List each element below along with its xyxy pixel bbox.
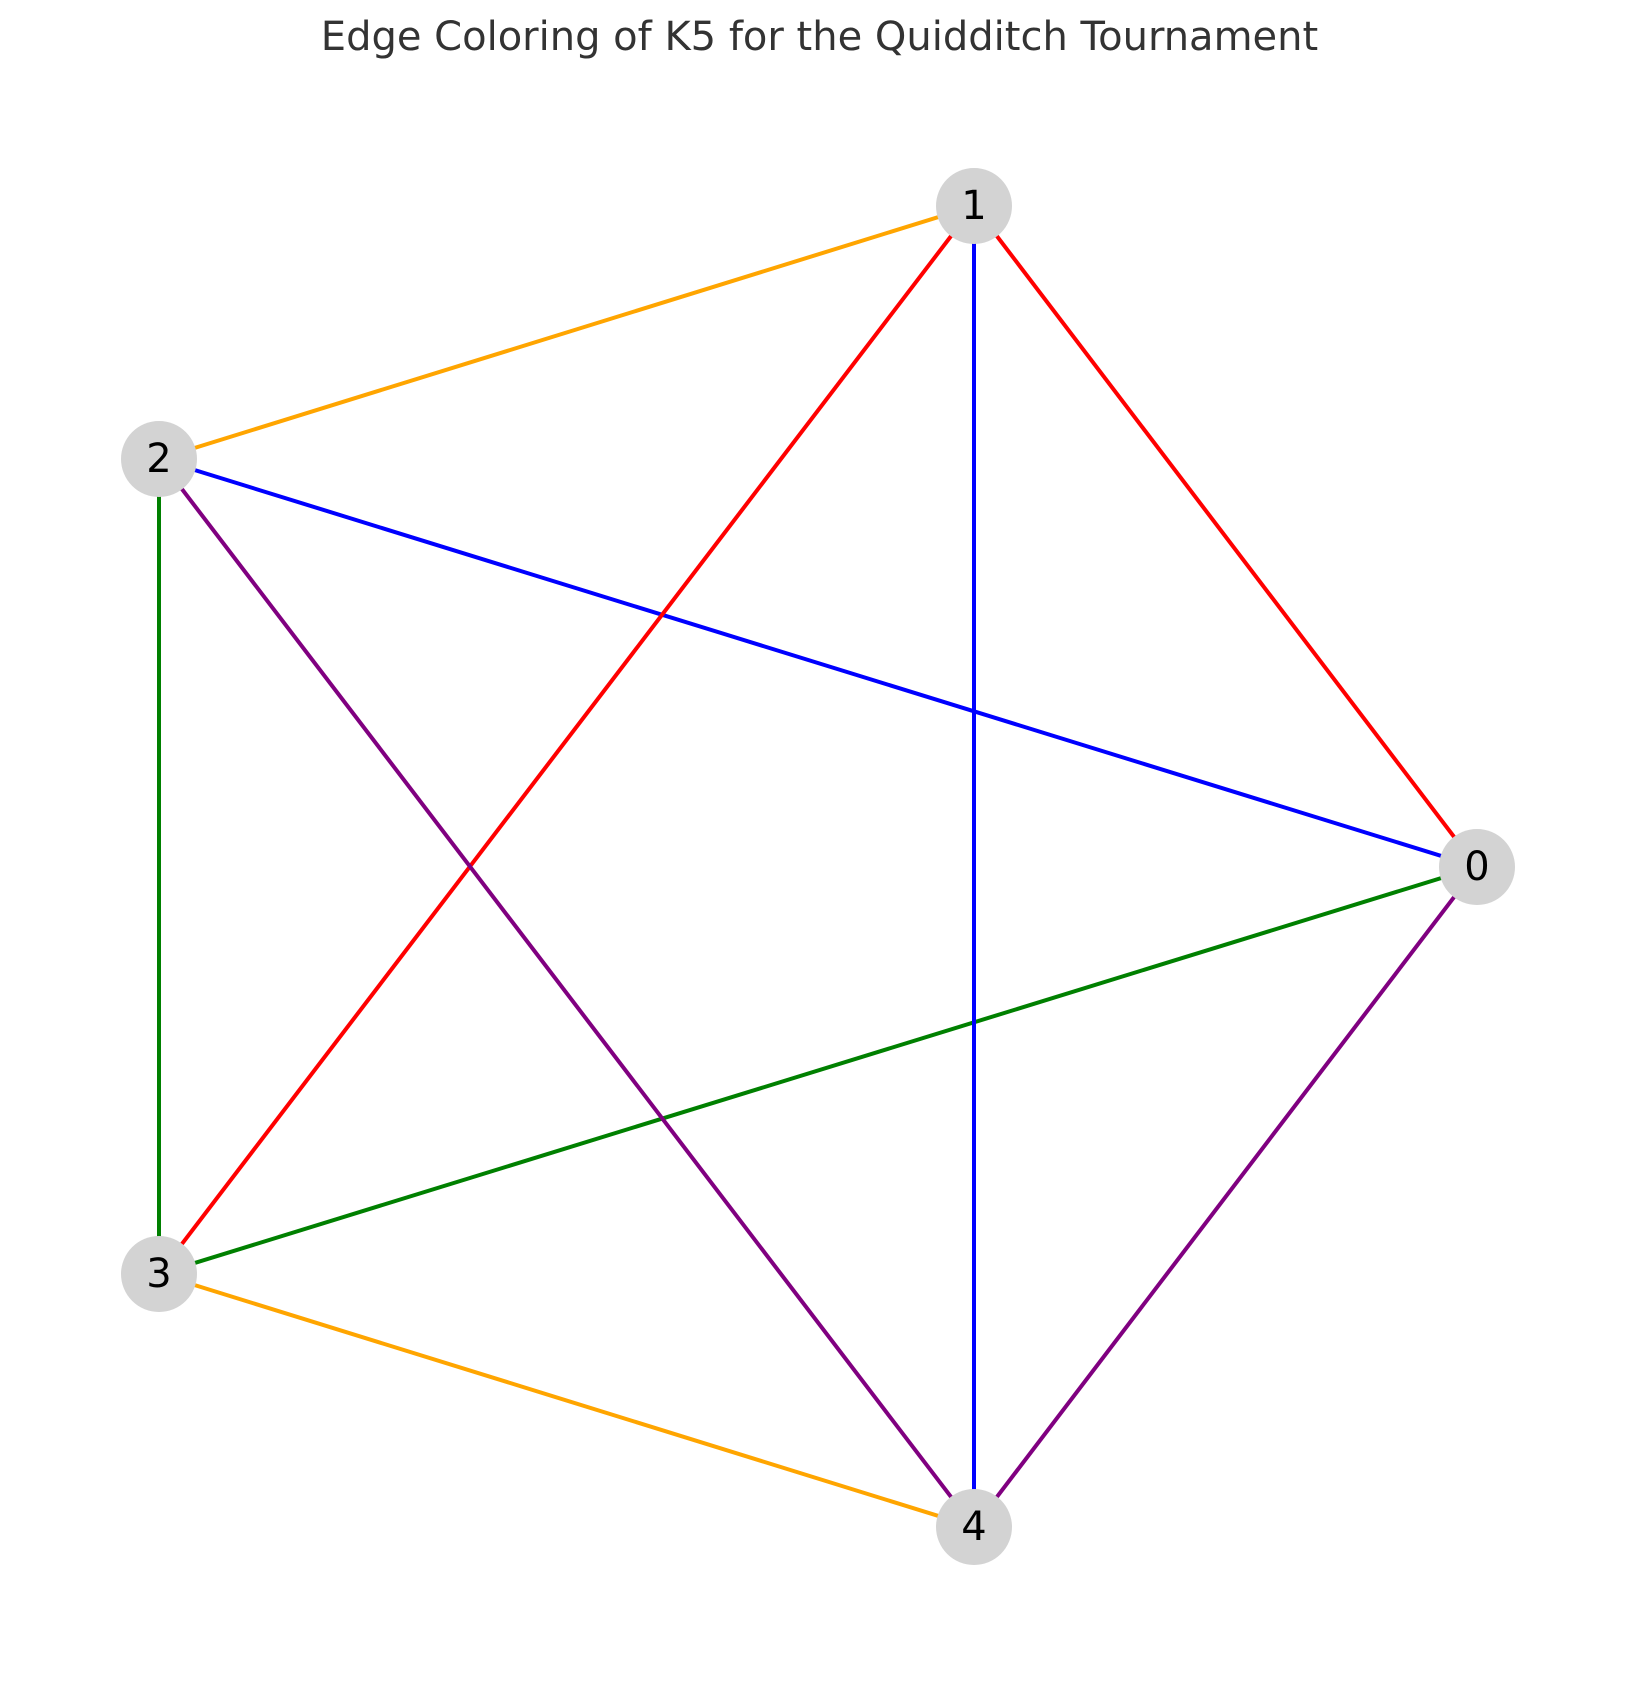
diagram-title: Edge Coloring of K5 for the Quidditch To…: [320, 14, 1319, 60]
edge-0-2: [158, 457, 1478, 869]
node-4: 4: [936, 1489, 1012, 1565]
node-circle: [1439, 829, 1515, 905]
node-0: 0: [1439, 829, 1515, 905]
nodes-layer: 0 1 2 3 4: [121, 168, 1515, 1565]
edge-1-3: [157, 204, 976, 1276]
edge-1-2: [158, 204, 975, 461]
edge-2-4: [157, 457, 976, 1529]
node-circle: [936, 1489, 1012, 1565]
edges-layer: [157, 204, 1479, 1529]
node-circle: [121, 421, 197, 497]
node-2: 2: [121, 421, 197, 497]
node-circle: [121, 1236, 197, 1312]
node-label: 2: [146, 436, 171, 482]
node-label: 3: [146, 1251, 171, 1297]
node-1: 1: [936, 168, 1012, 244]
edge-3-4: [158, 1272, 975, 1529]
edge-0-3: [158, 865, 1478, 1276]
node-label: 1: [961, 183, 986, 229]
edge-0-4: [972, 865, 1479, 1529]
node-label: 0: [1464, 844, 1489, 890]
node-circle: [936, 168, 1012, 244]
node-label: 4: [961, 1504, 986, 1550]
node-3: 3: [121, 1236, 197, 1312]
edge-0-1: [972, 204, 1479, 869]
